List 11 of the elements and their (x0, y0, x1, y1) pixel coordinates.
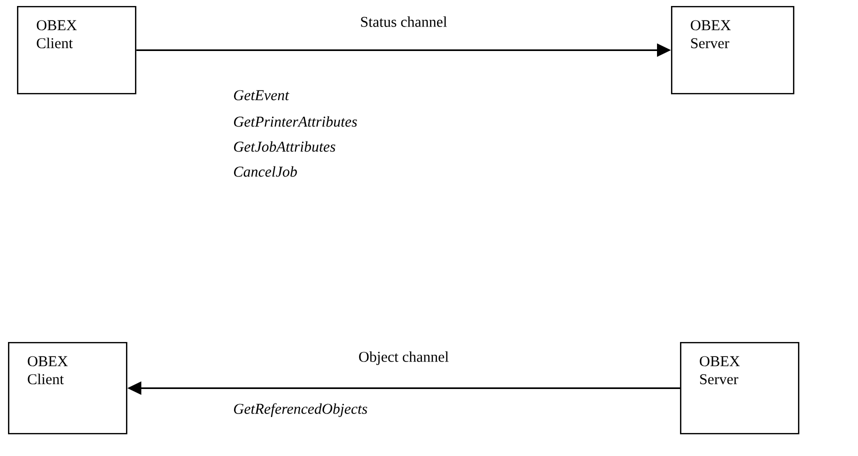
process-box: OBEX Server (680, 342, 800, 434)
operation-name: GetEvent (234, 90, 290, 100)
operation-name: CancelJob (234, 166, 297, 177)
operation-name: GetReferencedObjects (234, 403, 368, 417)
edge-label: Object channel (359, 351, 449, 365)
operation-name: GetPrinterAttributes (234, 116, 357, 127)
operation-name: GetJobAttributes (234, 141, 336, 152)
edge-label: Status channel (361, 16, 447, 27)
process-box: OBEX Client (8, 342, 128, 434)
process-box: OBEX Client (17, 6, 136, 94)
process-box: OBEX Server (671, 6, 794, 94)
